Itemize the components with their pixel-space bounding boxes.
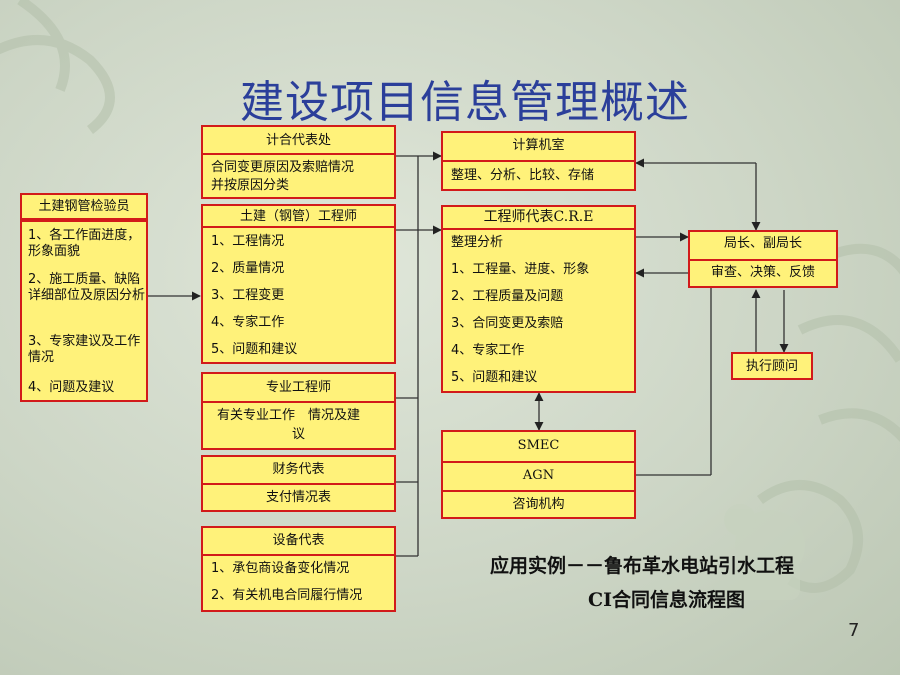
specialty-engineer-box: 专业工程师 有关专业工作 情况及建 议 xyxy=(201,372,396,450)
engineer-rep-item-5: 5、问题和建议 xyxy=(451,370,538,385)
consult-smec: SMEC xyxy=(517,438,560,453)
civil-engineer-item-3: 3、工程变更 xyxy=(211,288,285,303)
contract-office-box: 计合代表处 合同变更原因及索赔情况 并按原因分类 xyxy=(201,125,396,199)
equipment-rep-box: 设备代表 1、承包商设备变化情况 2、有关机电合同履行情况 xyxy=(201,526,396,612)
inspector-header: 土建钢管检验员 xyxy=(38,199,130,214)
engineer-rep-subheader: 整理分析 xyxy=(451,235,504,250)
consult-agn: AGN xyxy=(522,468,555,483)
engineer-rep-item-4: 4、专家工作 xyxy=(451,343,525,358)
civil-engineer-item-1: 1、工程情况 xyxy=(211,234,285,249)
inspector-item-2: 2、施工质量、缺陷详细部位及原因分析 xyxy=(28,272,146,304)
engineer-rep-box: 工程师代表C.R.E 整理分析 1、工程量、进度、形象 2、工程质量及问题 3、… xyxy=(441,205,636,393)
civil-engineer-header: 土建（钢管）工程师 xyxy=(239,209,357,224)
contract-office-line-1: 合同变更原因及索赔情况 xyxy=(211,160,355,175)
equipment-rep-item-2: 2、有关机电合同履行情况 xyxy=(211,588,363,603)
consult-agency: 咨询机构 xyxy=(512,497,565,512)
finance-rep-box: 财务代表 支付情况表 xyxy=(201,455,396,512)
computer-room-body: 整理、分析、比较、存储 xyxy=(451,168,595,183)
civil-engineer-item-4: 4、专家工作 xyxy=(211,315,285,330)
finance-rep-body: 支付情况表 xyxy=(265,490,331,505)
director-box: 局长、副局长 审查、决策、反馈 xyxy=(688,230,838,288)
director-body: 审查、决策、反馈 xyxy=(710,265,815,280)
inspector-header-box: 土建钢管检验员 xyxy=(20,193,148,220)
equipment-rep-item-1: 1、承包商设备变化情况 xyxy=(211,561,350,576)
engineer-rep-header: 工程师代表C.R.E xyxy=(483,209,594,225)
computer-room-box: 计算机室 整理、分析、比较、存储 xyxy=(441,131,636,191)
civil-engineer-item-5: 5、问题和建议 xyxy=(211,342,298,357)
director-header: 局长、副局长 xyxy=(723,236,802,251)
contract-office-line-2: 并按原因分类 xyxy=(211,178,290,193)
inspector-detail-box: 1、各工作面进度，形象面貌 2、施工质量、缺陷详细部位及原因分析 3、专家建议及… xyxy=(20,220,148,402)
finance-rep-header: 财务代表 xyxy=(272,462,325,477)
specialty-engineer-line-1: 有关专业工作 情况及建 xyxy=(217,408,361,423)
inspector-item-4: 4、问题及建议 xyxy=(28,380,115,395)
civil-engineer-item-2: 2、质量情况 xyxy=(211,261,285,276)
page-number: 7 xyxy=(848,620,860,641)
computer-room-header: 计算机室 xyxy=(512,138,565,153)
engineer-rep-item-2: 2、工程质量及问题 xyxy=(451,289,564,304)
consult-group-box: SMEC AGN 咨询机构 xyxy=(441,430,636,519)
engineer-rep-item-3: 3、合同变更及索赔 xyxy=(451,316,564,331)
exec-advisor-box: 执行顾问 xyxy=(731,352,813,380)
equipment-rep-header: 设备代表 xyxy=(272,533,325,548)
specialty-engineer-header: 专业工程师 xyxy=(265,380,331,395)
engineer-rep-item-1: 1、工程量、进度、形象 xyxy=(451,262,590,277)
exec-advisor-label: 执行顾问 xyxy=(745,359,798,374)
page-title: 建设项目信息管理概述 xyxy=(240,77,690,128)
civil-engineer-box: 土建（钢管）工程师 1、工程情况 2、质量情况 3、工程变更 4、专家工作 5、… xyxy=(201,204,396,364)
inspector-item-3: 3、专家建议及工作情况 xyxy=(28,334,141,366)
inspector-item-1: 1、各工作面进度，形象面貌 xyxy=(28,228,141,260)
caption-line-2: CI合同信息流程图 xyxy=(588,589,746,611)
specialty-engineer-line-2: 议 xyxy=(291,427,305,442)
caption-line-1: 应用实例－－鲁布革水电站引水工程 xyxy=(490,555,795,577)
contract-office-header: 计合代表处 xyxy=(265,133,331,148)
